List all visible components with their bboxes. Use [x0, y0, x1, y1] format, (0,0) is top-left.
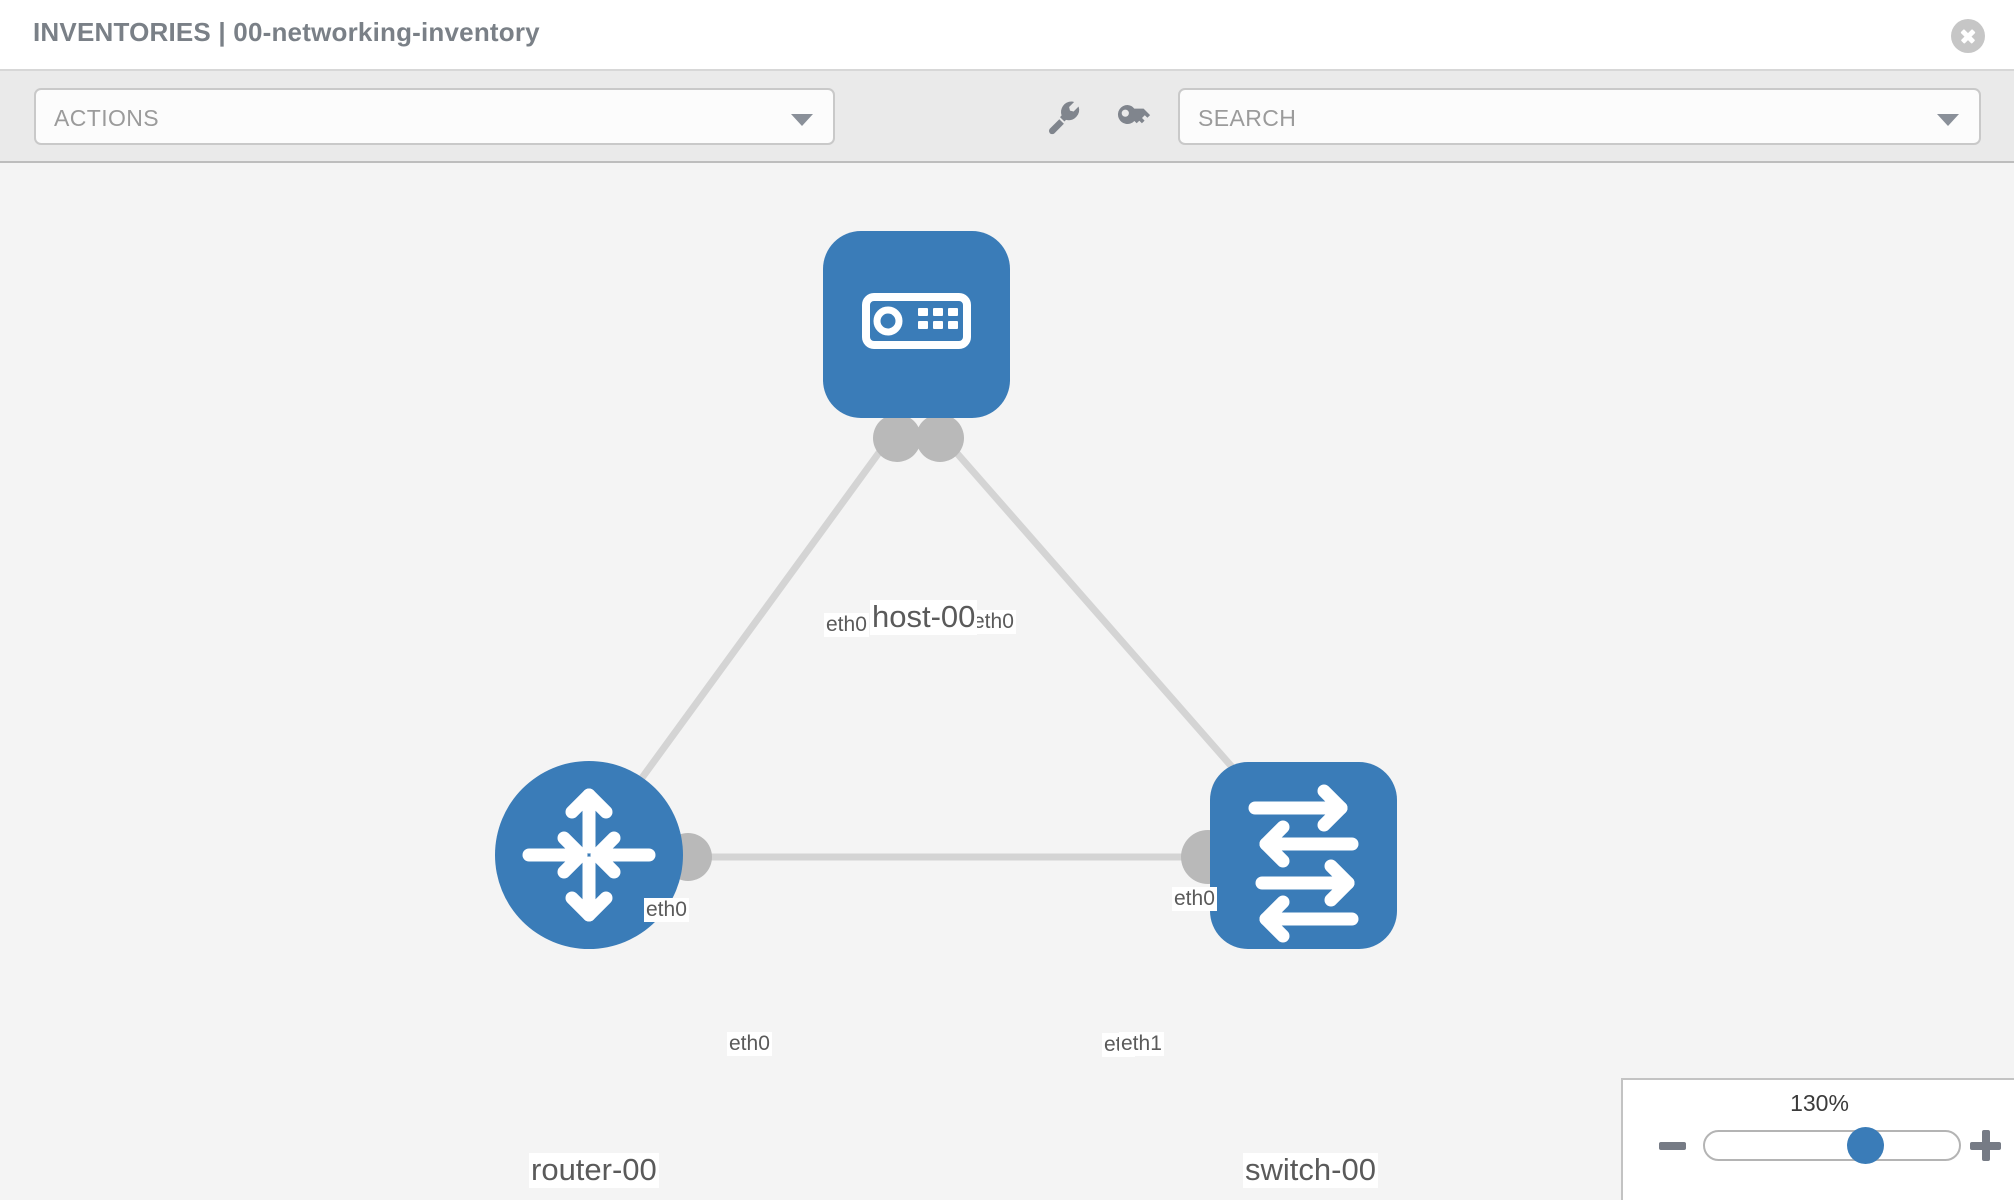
connector-host-left	[873, 414, 921, 462]
server-icon-details	[873, 306, 958, 336]
topology-canvas[interactable]: eth0 eth0 eth0 eth0 eth0 eth eth1 host-0…	[0, 163, 2014, 1200]
search-placeholder: SEARCH	[1198, 105, 1297, 131]
edge-label: eth1	[1119, 1032, 1164, 1057]
connector-host-right	[916, 414, 964, 462]
zoom-slider-thumb[interactable]	[1846, 1127, 1884, 1164]
chevron-down-icon	[1937, 114, 1959, 126]
edge-label: eth0	[971, 610, 1016, 635]
zoom-slider[interactable]	[1703, 1127, 1961, 1164]
edge-label: eth0	[644, 898, 689, 923]
router-arrows-icon	[522, 788, 656, 922]
actions-dropdown[interactable]: ACTIONS	[34, 88, 835, 145]
connector-nubs	[664, 414, 1265, 884]
toolbar: ACTIONS SEARCH	[0, 71, 2014, 163]
switch-arrows-icon	[1248, 784, 1359, 943]
search-input[interactable]: SEARCH	[1178, 88, 1981, 145]
topology-graph	[495, 231, 1397, 949]
node-host-00[interactable]	[823, 231, 1010, 418]
node-router-00[interactable]	[495, 761, 683, 949]
key-icon[interactable]	[1110, 94, 1156, 140]
edge-label: eth0	[824, 613, 869, 638]
edge-label: eth0	[1172, 887, 1217, 912]
minus-icon[interactable]	[1659, 1142, 1686, 1150]
node-label-switch: switch-00	[1243, 1152, 1378, 1188]
zoom-control-panel: 130%	[1621, 1078, 2014, 1200]
edge-label: eth0	[727, 1032, 772, 1057]
wrench-icon[interactable]	[1041, 94, 1087, 140]
page-header: INVENTORIES | 00-networking-inventory	[0, 0, 2014, 71]
edge-host-router	[617, 440, 889, 811]
node-switch-00[interactable]	[1210, 762, 1397, 949]
edge-host-switch	[945, 440, 1271, 811]
chevron-down-icon	[791, 114, 813, 126]
server-icon	[862, 293, 971, 349]
zoom-percent-label: 130%	[1790, 1090, 1849, 1116]
node-label-router: router-00	[529, 1152, 659, 1188]
close-icon[interactable]	[1951, 19, 1985, 53]
node-label-host: host-00	[870, 599, 978, 635]
actions-dropdown-label: ACTIONS	[54, 105, 160, 131]
page-title: INVENTORIES | 00-networking-inventory	[33, 17, 540, 47]
plus-icon[interactable]	[1970, 1130, 2001, 1161]
